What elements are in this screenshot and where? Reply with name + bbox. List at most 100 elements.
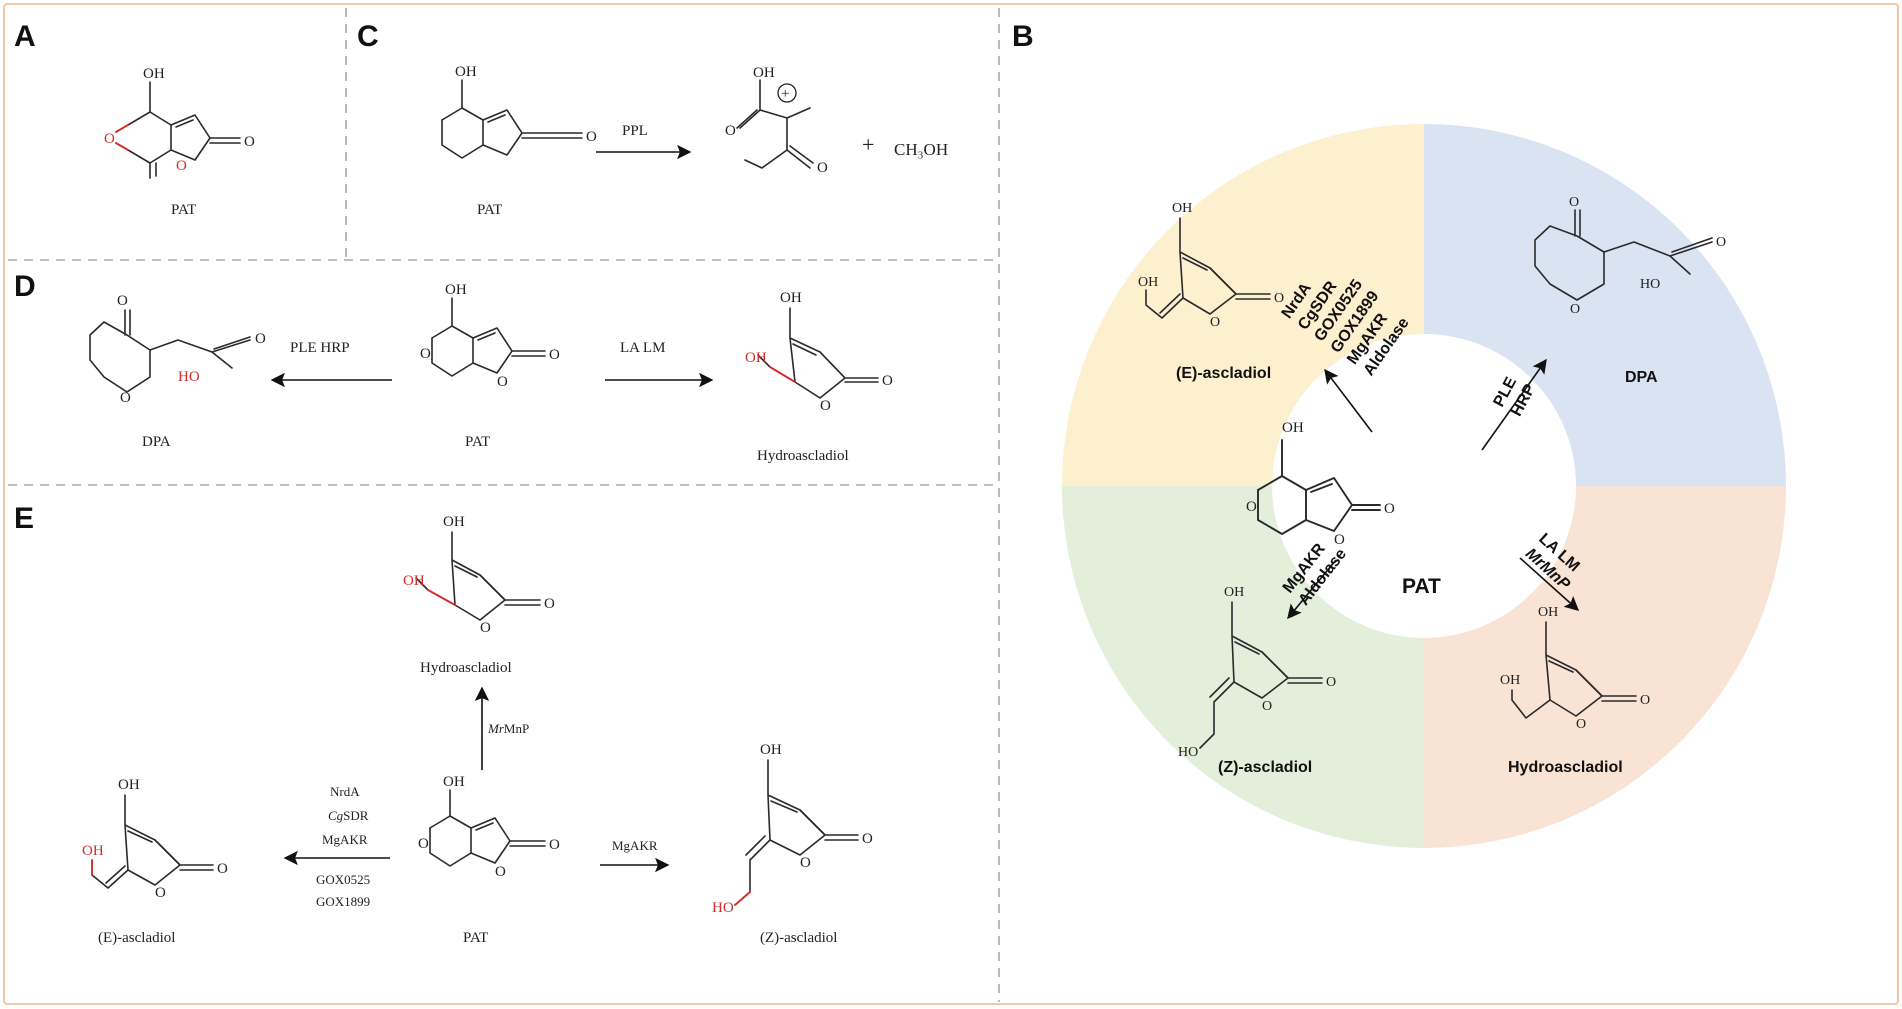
arrow-b-hydroascladiol: [1519, 557, 1580, 611]
svg-text:O: O: [1210, 315, 1220, 330]
svg-text:O: O: [117, 293, 128, 309]
svg-text:HO: HO: [1640, 277, 1660, 292]
arrow-b-e-ascladiol: [1324, 368, 1373, 433]
plus-sign: +: [862, 132, 874, 157]
pat-structure-e: OH O O O: [418, 774, 560, 880]
e-ascladiol-structure-e: OH OH O O: [82, 777, 228, 901]
svg-text:CgSDR: CgSDR: [328, 808, 369, 823]
svg-text:O: O: [497, 374, 508, 390]
svg-text:O: O: [800, 855, 811, 871]
svg-text:O: O: [155, 885, 166, 901]
enzyme-mrmnp: MrMnP: [487, 721, 529, 736]
charge-sign: +: [781, 86, 789, 102]
panel-letter-e: E: [14, 502, 34, 535]
hydro-d-oh: OH: [780, 290, 802, 306]
svg-text:O: O: [1262, 699, 1272, 714]
panel-c: C OH O PAT PPL OH O O + + CH₃OH: [357, 20, 948, 218]
panel-b: B OH O O O PAT NrdA CgSDR GOX0525: [1012, 20, 1786, 848]
coproduct-ch3oh: CH₃OH: [894, 140, 948, 159]
product-c-ketone: O: [817, 160, 828, 176]
svg-text:GOX1899: GOX1899: [316, 894, 370, 909]
e-ascladiol-label-e: (E)-ascladiol: [98, 930, 175, 946]
pat-e-carbonyl: O: [549, 837, 560, 853]
panel-letter-b: B: [1012, 20, 1034, 53]
z-asc-e-oh: OH: [760, 742, 782, 758]
svg-text:O: O: [420, 346, 431, 362]
hydroascladiol-structure-d: OH OH O O: [745, 290, 893, 414]
pat-structure-a: OH O O O: [104, 66, 255, 179]
svg-text:O: O: [1274, 291, 1284, 306]
pat-d-carbonyl: O: [549, 347, 560, 363]
svg-text:O: O: [544, 596, 555, 612]
svg-text:O: O: [176, 158, 187, 174]
hydroascladiol-label-e: Hydroascladiol: [420, 660, 512, 676]
svg-text:O: O: [1569, 195, 1579, 210]
hydroascladiol-label-b: Hydroascladiol: [1508, 759, 1623, 776]
panel-dividers: [8, 8, 1000, 1002]
center-disc: [1274, 336, 1574, 636]
svg-text:O: O: [725, 123, 736, 139]
svg-text:O: O: [1246, 499, 1257, 515]
pat-label-d: PAT: [465, 434, 490, 450]
pat-a-oh: OH: [143, 66, 165, 82]
dpa-d-ho: HO: [178, 369, 200, 385]
quadrant-bottom-right: [1424, 486, 1786, 848]
svg-text:O: O: [1334, 532, 1345, 548]
svg-text:OH: OH: [1138, 275, 1158, 290]
pat-structure-c: OH O: [441, 64, 597, 159]
hydro-d-red-oh: OH: [745, 350, 767, 366]
panel-letter-d: D: [14, 270, 36, 303]
panel-letter-a: A: [14, 20, 36, 53]
svg-text:O: O: [1570, 302, 1580, 317]
enzymes-la-lm: LA LM: [620, 340, 665, 356]
pat-d-oh: OH: [445, 282, 467, 298]
svg-text:O: O: [862, 831, 873, 847]
svg-text:O: O: [120, 390, 131, 406]
svg-text:O: O: [480, 620, 491, 636]
enzyme-mgakr-e: MgAKR: [612, 838, 658, 853]
pat-label-a: PAT: [171, 202, 196, 218]
svg-text:O: O: [104, 131, 115, 147]
enzyme-stack-e-left: NrdA CgSDR MgAKR GOX0525 GOX1899: [316, 784, 370, 909]
svg-text:MgAKR: MgAKR: [322, 832, 368, 847]
pat-e-oh: OH: [443, 774, 465, 790]
panel-e: E OH OH O O Hydroascladiol MrMnP OH O O: [14, 502, 873, 946]
svg-text:O: O: [255, 331, 266, 347]
pat-b-oh: OH: [1282, 420, 1304, 436]
svg-text:O: O: [217, 861, 228, 877]
svg-text:O: O: [418, 836, 429, 852]
pat-a-carbonyl: O: [244, 134, 255, 150]
dpa-label-b: DPA: [1625, 369, 1658, 386]
pat-b-carbonyl: O: [1384, 501, 1395, 517]
dpa-structure-b: O O O HO: [1534, 195, 1726, 317]
svg-text:O: O: [495, 864, 506, 880]
svg-text:OH: OH: [1224, 585, 1244, 600]
pat-structure-d: OH O O O: [420, 282, 560, 390]
z-asc-e-red-ho: HO: [712, 900, 734, 916]
pat-c-oh: OH: [455, 64, 477, 80]
z-ascladiol-label-b: (Z)-ascladiol: [1218, 759, 1312, 776]
pat-label-e: PAT: [463, 930, 488, 946]
panel-a: A OH O O O PAT: [14, 20, 255, 218]
svg-text:O: O: [1640, 693, 1650, 708]
e-asc-e-red-oh: OH: [82, 843, 104, 859]
svg-text:O: O: [1326, 675, 1336, 690]
quadrant-bottom-left: [1062, 486, 1424, 848]
svg-text:OH: OH: [1500, 673, 1520, 688]
svg-text:O: O: [1576, 717, 1586, 732]
z-ascladiol-structure-b: OH HO O O: [1178, 585, 1336, 760]
panel-d: D O O O HO DPA PLE HRP OH O O O PAT: [14, 270, 893, 464]
quadrant-top-right: [1424, 124, 1786, 486]
z-ascladiol-structure-e: OH HO O O: [712, 742, 873, 916]
panel-letter-c: C: [357, 20, 379, 53]
arrow-b-z-ascladiol: [1287, 559, 1337, 620]
dpa-structure-d: O O O HO: [89, 293, 266, 406]
svg-text:GOX0525: GOX0525: [316, 872, 370, 887]
pat-c-carbonyl: O: [586, 129, 597, 145]
svg-text:NrdA: NrdA: [330, 784, 360, 799]
svg-text:HO: HO: [1178, 745, 1198, 760]
e-asc-e-oh: OH: [118, 777, 140, 793]
e-ascladiol-structure-b: OH OH O O: [1138, 201, 1284, 330]
enzyme-ppl: PPL: [622, 123, 648, 139]
